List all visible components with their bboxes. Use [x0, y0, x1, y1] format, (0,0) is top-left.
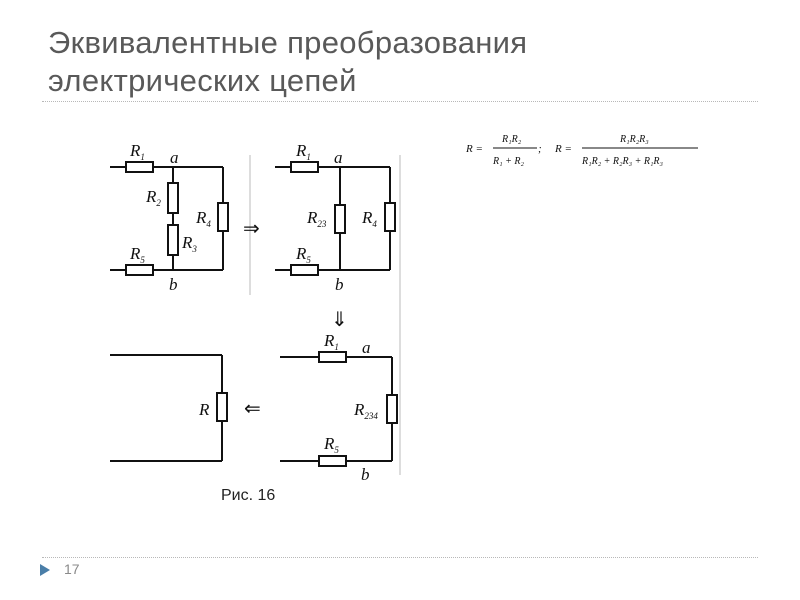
formula-2-numerator: R₁R₂R₃ [619, 134, 649, 145]
resistor-r234 [386, 394, 398, 424]
label-r3: R3 [181, 233, 197, 254]
slide-title: Эквивалентные преобразования электрическ… [48, 24, 748, 100]
bullet-arrow-icon [40, 564, 50, 576]
label-r5-c3: R5 [323, 434, 339, 455]
formula-separator: ; [538, 143, 542, 155]
footer-divider [42, 557, 758, 558]
resistor-r1-c3 [318, 351, 347, 363]
label-r234: R234 [353, 400, 378, 421]
resistor-r5-c2 [290, 264, 319, 276]
formula-2-denominator: R₁R₂ + R₂R₃ + R₁R₃ [581, 156, 664, 167]
title-line-2: электрических цепей [48, 63, 357, 98]
node-a-c2: a [334, 148, 343, 167]
formula-1-denominator: R₁ + R₂ [492, 156, 524, 167]
node-a-c3: a [362, 338, 371, 357]
resistor-r5-c3 [318, 455, 347, 467]
formula-1-lhs: R = [465, 143, 483, 155]
title-line-1: Эквивалентные преобразования [48, 25, 528, 60]
node-b-c2: b [335, 275, 344, 294]
resistor-r1-c2 [290, 161, 319, 173]
label-r4-c1: R4 [195, 208, 211, 229]
formula-1-numerator: R₁R₂ [501, 134, 522, 145]
resistor-r [216, 392, 228, 422]
formula-2-lhs: R = [554, 143, 572, 155]
resistor-r23 [334, 204, 346, 234]
resistor-r4-c1 [217, 202, 229, 232]
title-divider [42, 101, 758, 102]
label-r1-c2: R1 [295, 141, 311, 162]
label-r1-c3: R1 [323, 331, 339, 352]
circuit-diagram: R1 a R2 R3 R4 R5 b R1 a R23 R4 R5 b R1 a… [110, 141, 401, 484]
label-r23: R23 [306, 208, 327, 229]
resistor-r3 [167, 224, 179, 256]
label-r: R [198, 400, 210, 419]
arrow-left-icon: ⇐ [244, 398, 261, 420]
resistor-r2 [167, 182, 179, 214]
node-a-c1: a [170, 148, 179, 167]
resistor-r5-c1 [125, 264, 154, 276]
label-r1-c1: R1 [129, 141, 145, 162]
node-b-c3: b [361, 465, 370, 484]
formula-block: R = R₁R₂ R₁ + R₂ ; R = R₁R₂R₃ R₁R₂ + R₂R… [465, 134, 698, 167]
label-r4-c2: R4 [361, 208, 377, 229]
resistor-r1-c1 [125, 161, 154, 173]
label-r5-c1: R5 [129, 244, 145, 265]
page-number: 17 [64, 561, 80, 577]
arrow-right-icon: ⇒ [243, 218, 260, 240]
arrow-down-icon: ⇓ [331, 309, 348, 331]
figure-caption: Рис. 16 [221, 487, 276, 504]
resistor-r4-c2 [384, 202, 396, 232]
label-r2: R2 [145, 187, 161, 208]
node-b-c1: b [169, 275, 178, 294]
label-r5-c2: R5 [295, 244, 311, 265]
